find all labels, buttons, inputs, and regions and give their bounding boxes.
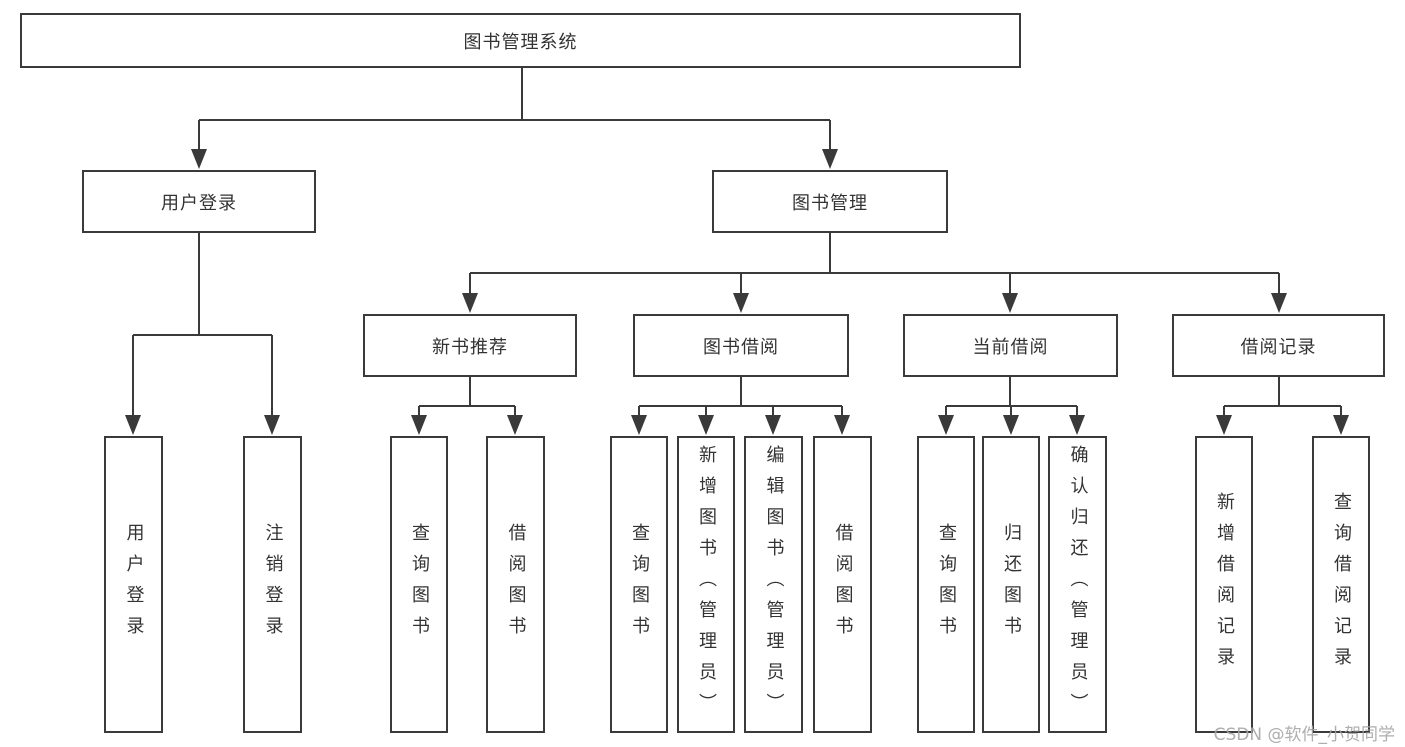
leaf-add-borrow-record: 新增借阅记录 xyxy=(1195,436,1253,733)
node-book-borrowing: 图书借阅 xyxy=(633,314,849,377)
node-current-borrowing-label: 当前借阅 xyxy=(972,336,1049,358)
leaf-borrow-books-1-label: 借阅图书 xyxy=(505,522,527,647)
leaf-add-book-admin-label: 新增图书（管理员） xyxy=(696,445,717,724)
leaf-edit-book-admin: 编辑图书（管理员） xyxy=(744,436,803,733)
node-root-label: 图书管理系统 xyxy=(463,31,578,53)
leaf-confirm-return-admin-label: 确认归还（管理员） xyxy=(1067,445,1089,724)
arrowheads xyxy=(125,149,1349,435)
csdn-watermark: CSDN @软件_小贺同学 xyxy=(1213,725,1395,745)
leaf-logout: 注销登录 xyxy=(243,436,302,733)
leaf-query-books-3-label: 查询图书 xyxy=(936,522,957,647)
leaf-borrow-books-1: 借阅图书 xyxy=(486,436,545,733)
leaf-query-books-3: 查询图书 xyxy=(917,436,975,733)
leaf-return-book: 归还图书 xyxy=(982,436,1040,733)
node-root: 图书管理系统 xyxy=(20,13,1021,68)
leaf-user-login-label: 用户登录 xyxy=(123,522,145,647)
leaf-query-books-2-label: 查询图书 xyxy=(629,522,650,647)
leaf-query-books-1: 查询图书 xyxy=(390,436,448,733)
leaf-logout-label: 注销登录 xyxy=(262,522,284,647)
node-user-login: 用户登录 xyxy=(82,170,316,233)
node-book-management: 图书管理 xyxy=(712,170,948,233)
leaf-user-login: 用户登录 xyxy=(104,436,163,733)
leaf-add-borrow-record-label: 新增借阅记录 xyxy=(1214,491,1235,678)
leaf-borrow-books-2-label: 借阅图书 xyxy=(832,522,854,647)
node-borrowing-records-label: 借阅记录 xyxy=(1240,336,1317,358)
node-new-book-recommend: 新书推荐 xyxy=(363,314,577,377)
node-current-borrowing: 当前借阅 xyxy=(903,314,1118,377)
leaf-query-borrow-record-label: 查询借阅记录 xyxy=(1331,491,1352,678)
leaf-query-books-1-label: 查询图书 xyxy=(409,522,430,647)
node-borrowing-records: 借阅记录 xyxy=(1172,314,1385,377)
node-book-borrowing-label: 图书借阅 xyxy=(703,336,779,358)
node-book-management-label: 图书管理 xyxy=(792,192,868,214)
leaf-confirm-return-admin: 确认归还（管理员） xyxy=(1048,436,1107,733)
node-user-login-label: 用户登录 xyxy=(161,192,237,214)
leaf-query-books-2: 查询图书 xyxy=(610,436,668,733)
leaf-return-book-label: 归还图书 xyxy=(1001,522,1022,647)
leaf-add-book-admin: 新增图书（管理员） xyxy=(677,436,735,733)
leaf-borrow-books-2: 借阅图书 xyxy=(813,436,872,733)
leaf-query-borrow-record: 查询借阅记录 xyxy=(1312,436,1370,733)
node-new-book-recommend-label: 新书推荐 xyxy=(432,336,508,358)
leaf-edit-book-admin-label: 编辑图书（管理员） xyxy=(763,445,785,724)
